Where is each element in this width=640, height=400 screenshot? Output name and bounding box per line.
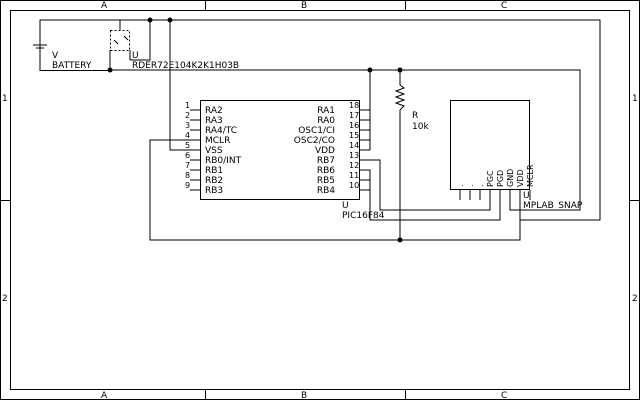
mcu-pin-name-18: RA1 bbox=[317, 106, 335, 116]
mcu-pin-name-8: RB2 bbox=[205, 176, 223, 186]
mcu-pin-name-17: RA0 bbox=[317, 116, 335, 126]
mcu-pin-name-6: RB0/INT bbox=[205, 156, 242, 166]
battery-symbol bbox=[33, 20, 47, 70]
connector-body bbox=[450, 100, 530, 190]
connector-pin-name-3: PGC bbox=[486, 170, 495, 187]
mcu-pin-name-12: RB6 bbox=[317, 166, 335, 176]
mcu-pin-number-14: 14 bbox=[349, 141, 359, 150]
zone-col-b-bottom: B bbox=[301, 391, 307, 400]
connector-pin-name-5: GND bbox=[506, 169, 515, 187]
mcu-pin-name-15: OSC2/CO bbox=[294, 136, 335, 146]
mcu-pin-number-3: 3 bbox=[185, 121, 190, 130]
resistor-ref: R bbox=[412, 111, 418, 121]
zone-row-2-left: 2 bbox=[2, 294, 8, 304]
mcu-pin-name-5: VSS bbox=[205, 146, 223, 156]
mcu-pin-number-9: 9 bbox=[185, 181, 190, 190]
mcu-pin-number-13: 13 bbox=[349, 151, 359, 160]
mcu-pin-number-6: 6 bbox=[185, 151, 190, 160]
mcu-pin-number-16: 16 bbox=[349, 121, 359, 130]
connector-pin-name-2: . bbox=[476, 184, 485, 187]
zone-row-1-right: 1 bbox=[632, 94, 638, 104]
connector-ref: U bbox=[523, 191, 530, 201]
mcu-pin-name-13: RB7 bbox=[317, 156, 335, 166]
mcu-pin-number-4: 4 bbox=[185, 131, 190, 140]
switch-value: RDER72E104K2K1H03B bbox=[132, 61, 239, 71]
mcu-body bbox=[200, 100, 360, 200]
zone-col-c-bottom: C bbox=[501, 391, 507, 400]
mcu-pin-number-12: 12 bbox=[349, 161, 359, 170]
connector-pin-name-0: . bbox=[456, 184, 465, 187]
switch-ref: U bbox=[132, 51, 139, 61]
mcu-pin-name-3: RA4/TC bbox=[205, 126, 237, 136]
resistor-value: 10k bbox=[412, 122, 429, 132]
mcu-pin-name-16: OSC1/CI bbox=[298, 126, 335, 136]
mcu-pin-number-8: 8 bbox=[185, 171, 190, 180]
connector-pin-name-7: MCLR bbox=[526, 164, 535, 187]
connector-pin-name-4: PGD bbox=[496, 170, 505, 187]
mcu-pin-name-4: MCLR bbox=[205, 136, 230, 146]
mcu-pin-number-17: 17 bbox=[349, 111, 359, 120]
switch-symbol bbox=[109, 20, 131, 60]
mcu-pin-number-11: 11 bbox=[349, 171, 359, 180]
battery-value: BATTERY bbox=[52, 61, 92, 71]
zone-col-a-bottom: A bbox=[101, 391, 108, 400]
mcu-pin-name-9: RB3 bbox=[205, 186, 223, 196]
mcu-pin-name-2: RA3 bbox=[205, 116, 223, 126]
connector-pin-name-6: VDD bbox=[516, 169, 525, 187]
junction-dots bbox=[107, 17, 403, 243]
mcu-pin-number-5: 5 bbox=[185, 141, 190, 150]
mcu-pin-number-1: 1 bbox=[185, 101, 190, 110]
mcu-pin-name-14: VDD bbox=[315, 146, 335, 156]
mcu-pin-number-15: 15 bbox=[349, 131, 359, 140]
mcu-pin-name-10: RB4 bbox=[317, 186, 335, 196]
mcu-pin-name-11: RB5 bbox=[317, 176, 335, 186]
mcu-pin-number-18: 18 bbox=[349, 101, 359, 110]
mcu-pin-name-1: RA2 bbox=[205, 106, 223, 116]
mcu-pin-number-7: 7 bbox=[185, 161, 190, 170]
battery-ref: V bbox=[52, 51, 59, 61]
zone-col-a-top: A bbox=[101, 1, 108, 11]
zone-row-1-left: 1 bbox=[2, 94, 8, 104]
mcu-ref: U bbox=[342, 201, 349, 211]
connector-value: MPLAB_SNAP bbox=[523, 201, 583, 211]
zone-col-c-top: C bbox=[501, 1, 507, 11]
mcu-pin-number-10: 10 bbox=[349, 181, 359, 190]
connector-pin-name-1: . bbox=[466, 184, 475, 187]
mcu-value: PIC16F84 bbox=[342, 211, 385, 221]
mcu-pin-number-2: 2 bbox=[185, 111, 190, 120]
resistor-symbol bbox=[394, 84, 406, 111]
zone-col-b-top: B bbox=[301, 1, 307, 11]
mcu-pin-name-7: RB1 bbox=[205, 166, 223, 176]
zone-row-2-right: 2 bbox=[632, 294, 638, 304]
